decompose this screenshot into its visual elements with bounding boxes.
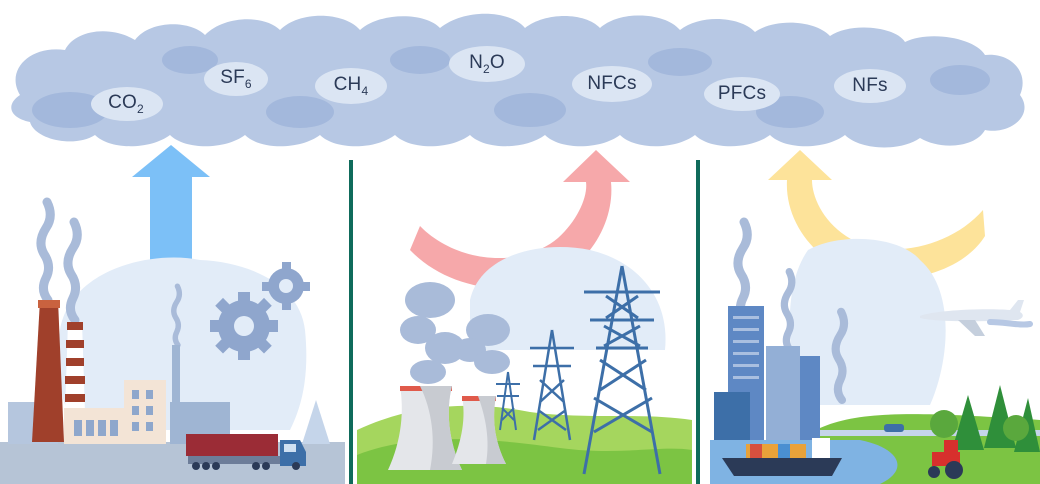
industry-panel	[0, 202, 345, 484]
gear-icon	[262, 262, 310, 310]
power-panel	[357, 247, 692, 484]
city-panel	[710, 222, 1040, 484]
tractor	[928, 440, 963, 479]
gas-label-pfcs: PFCs	[717, 83, 767, 104]
transmission-tower-medium	[530, 329, 574, 441]
cooling-tower	[388, 386, 462, 470]
transmission-tower-large	[582, 265, 662, 475]
car	[884, 424, 904, 432]
transmission-tower-small	[496, 371, 520, 431]
pollution-cloud-band	[11, 13, 1025, 148]
forest	[930, 385, 1040, 452]
gas-label-ch4: CH4	[333, 74, 369, 98]
pine-tree	[302, 400, 330, 444]
cargo-ship	[722, 438, 842, 476]
gas-label-sf6: SF6	[220, 67, 252, 91]
blue-up-arrow	[132, 145, 210, 272]
gas-label-nfs: NFs	[852, 75, 888, 96]
divider-right	[696, 160, 700, 484]
airplane	[920, 300, 1033, 336]
gas-label-co2: CO2	[108, 92, 144, 116]
cooling-tower	[452, 396, 506, 464]
divider-left	[349, 160, 353, 484]
chimney	[32, 300, 64, 442]
gas-label-n2o: N2O	[469, 52, 505, 76]
gear-icon	[210, 292, 278, 360]
truck	[186, 434, 306, 470]
gas-label-nfcs: NFCs	[587, 73, 637, 94]
